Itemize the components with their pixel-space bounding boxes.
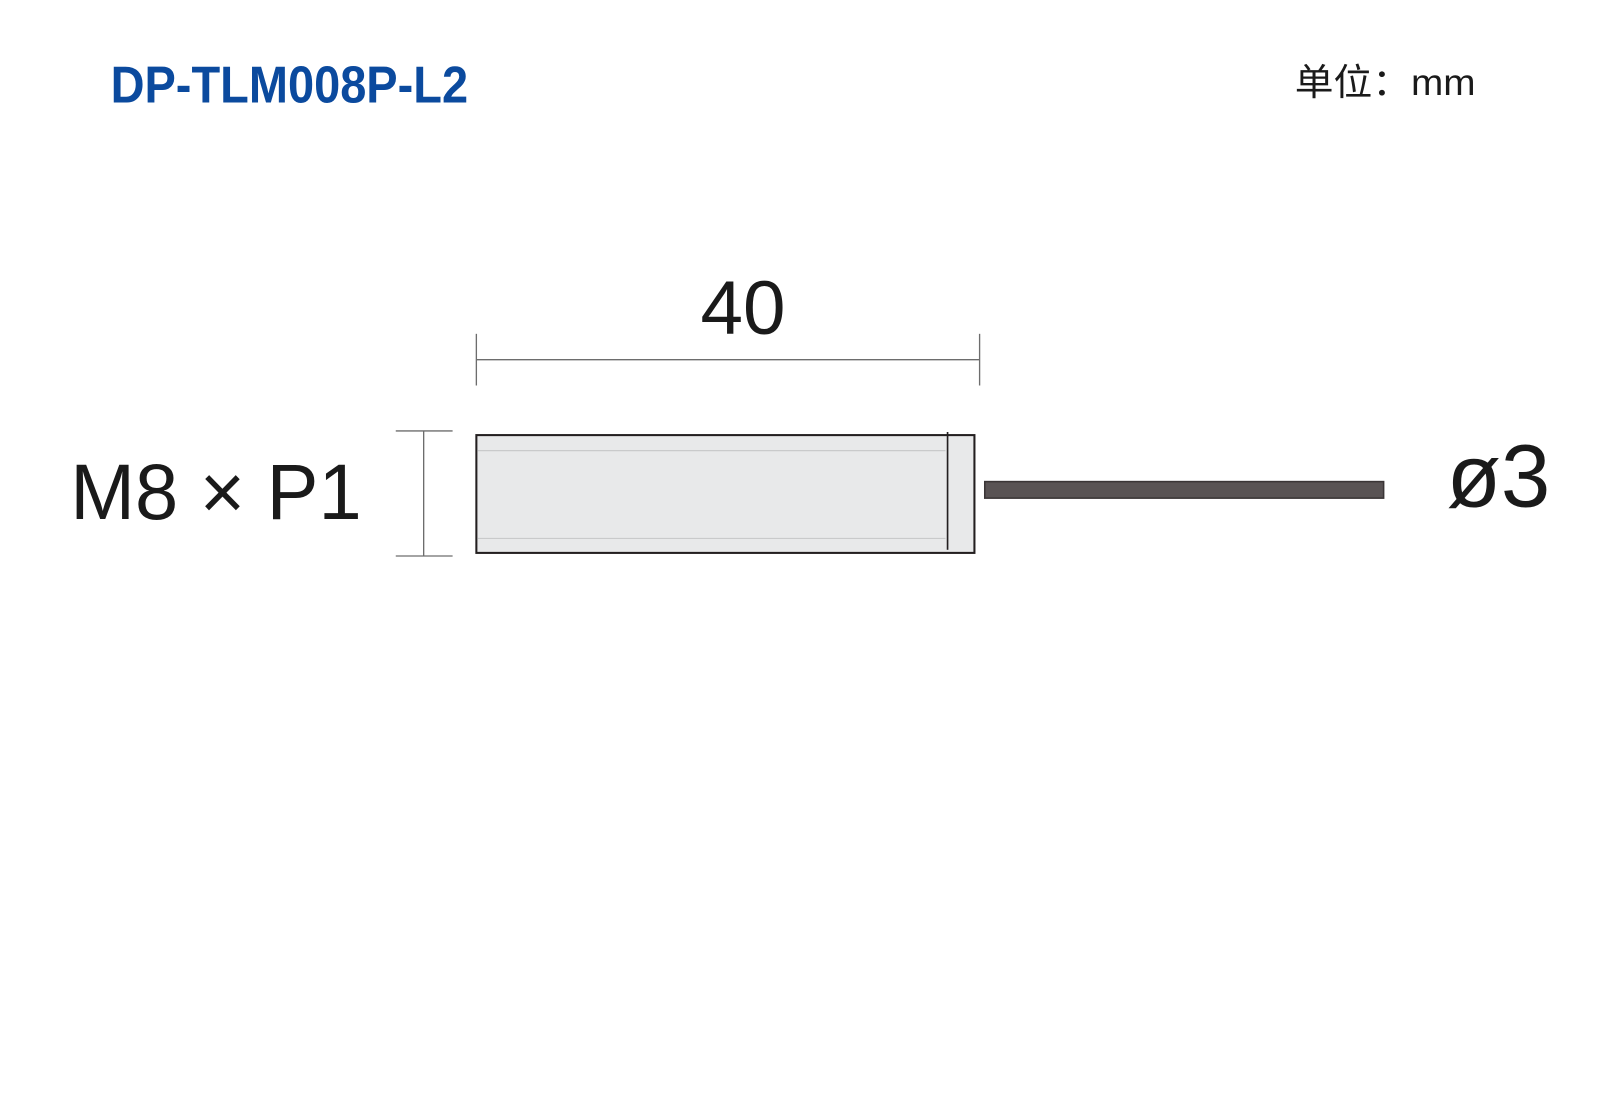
cable-diameter: ø3 [1447, 426, 1551, 525]
length-dimension: 40 [475, 266, 981, 386]
length-value: 40 [700, 266, 785, 351]
thread-spec: M8 × P1 [70, 448, 361, 536]
model-title: DP-TLM008P-L2 [111, 55, 469, 113]
sensor-body [475, 432, 976, 554]
unit-label: 单位：mm [1295, 61, 1476, 103]
sensor-housing [475, 434, 976, 554]
sensor-cable [983, 480, 1385, 499]
thread-dimension: M8 × P1 [70, 430, 453, 557]
